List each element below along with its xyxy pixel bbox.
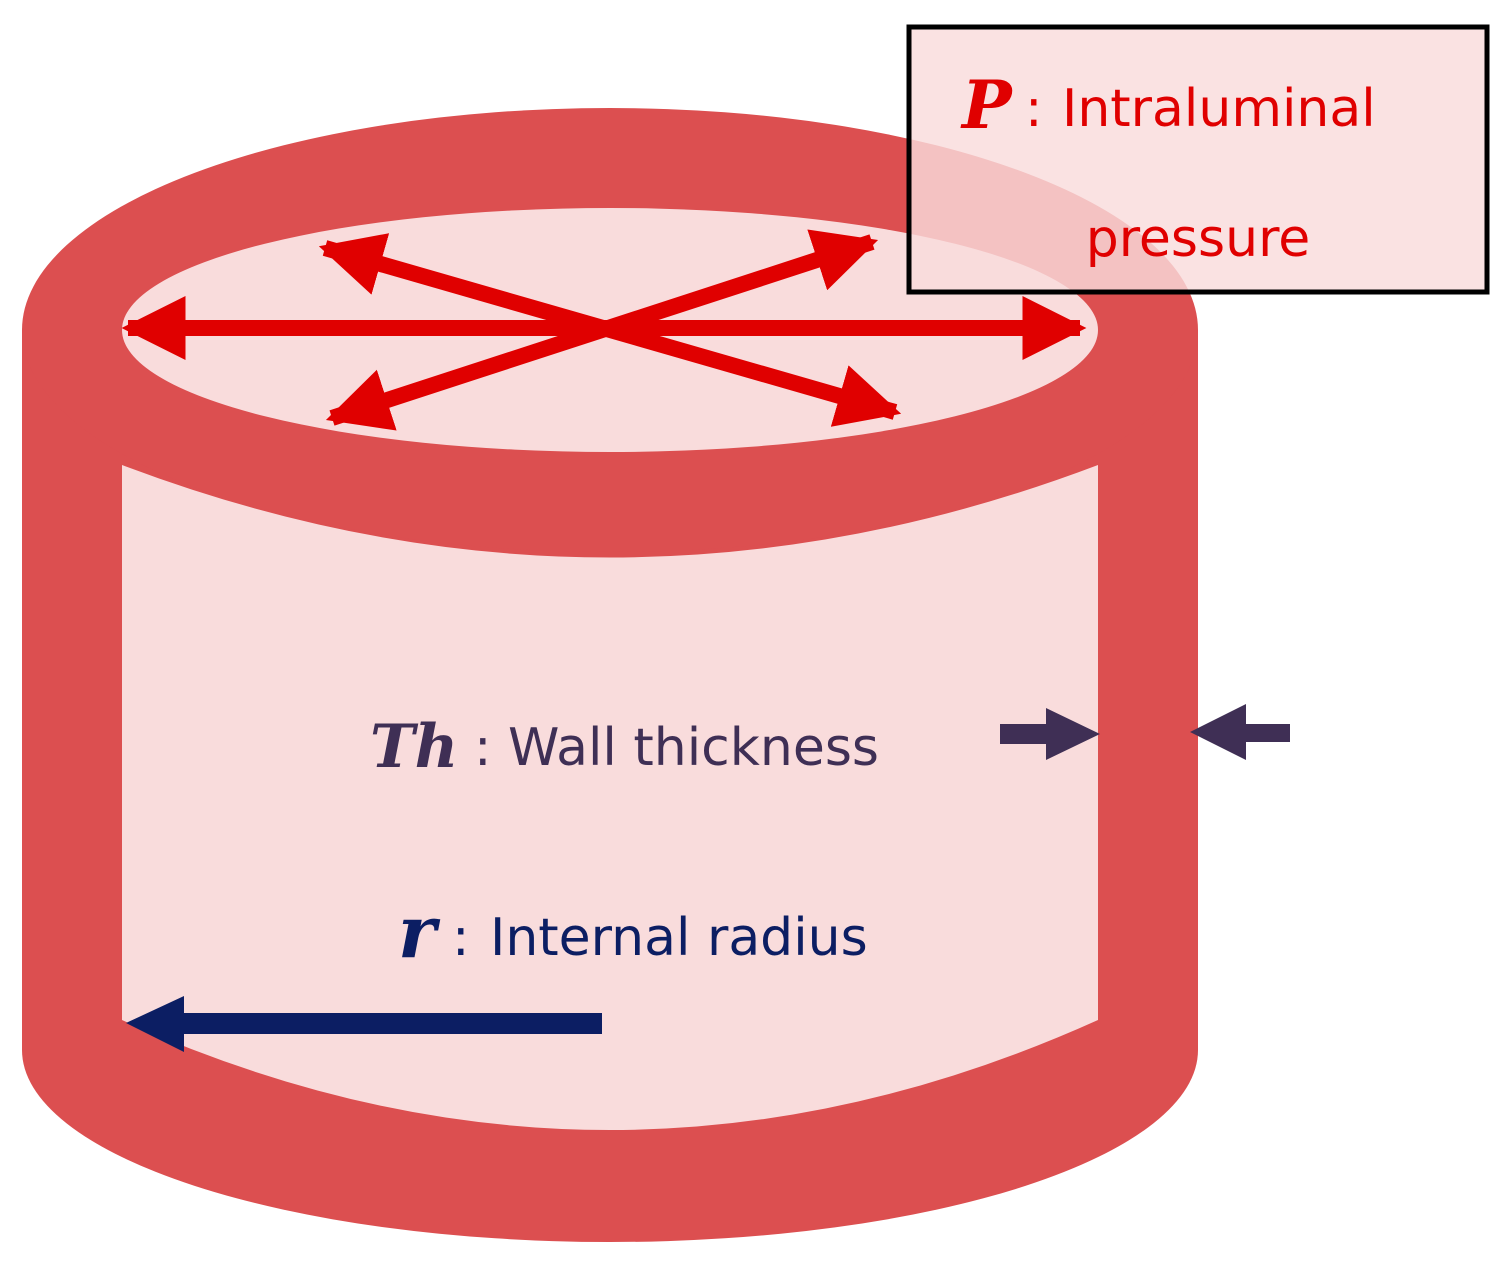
radius-arrow — [126, 996, 602, 1052]
thickness-separator: : — [474, 718, 492, 778]
thickness-arrow-right — [1190, 704, 1290, 760]
thickness-arrow-left — [1000, 708, 1100, 760]
pressure-symbol: P — [960, 66, 1014, 144]
thickness-symbol: Th — [370, 712, 458, 782]
radius-separator: : — [452, 908, 470, 968]
vessel-lumen — [122, 208, 1098, 1130]
pressure-arrow-diagonal-b — [325, 229, 879, 431]
thickness-text: Wall thickness — [508, 718, 879, 778]
pressure-arrows — [121, 229, 1087, 431]
radius-annotation: r : Internal radius — [126, 889, 868, 1052]
pressure-label-box: P : Intraluminal pressure — [906, 24, 1490, 295]
pressure-separator: : — [1025, 79, 1043, 139]
lumen-front-face — [122, 465, 1098, 1130]
pressure-text-line2: pressure — [1086, 209, 1311, 269]
radius-text: Internal radius — [490, 908, 868, 968]
thickness-annotation: Th : Wall thickness — [370, 704, 1290, 782]
pressure-box-frame — [906, 24, 1490, 295]
pressure-text-line1: Intraluminal — [1062, 79, 1376, 139]
radius-symbol: r — [398, 889, 441, 974]
